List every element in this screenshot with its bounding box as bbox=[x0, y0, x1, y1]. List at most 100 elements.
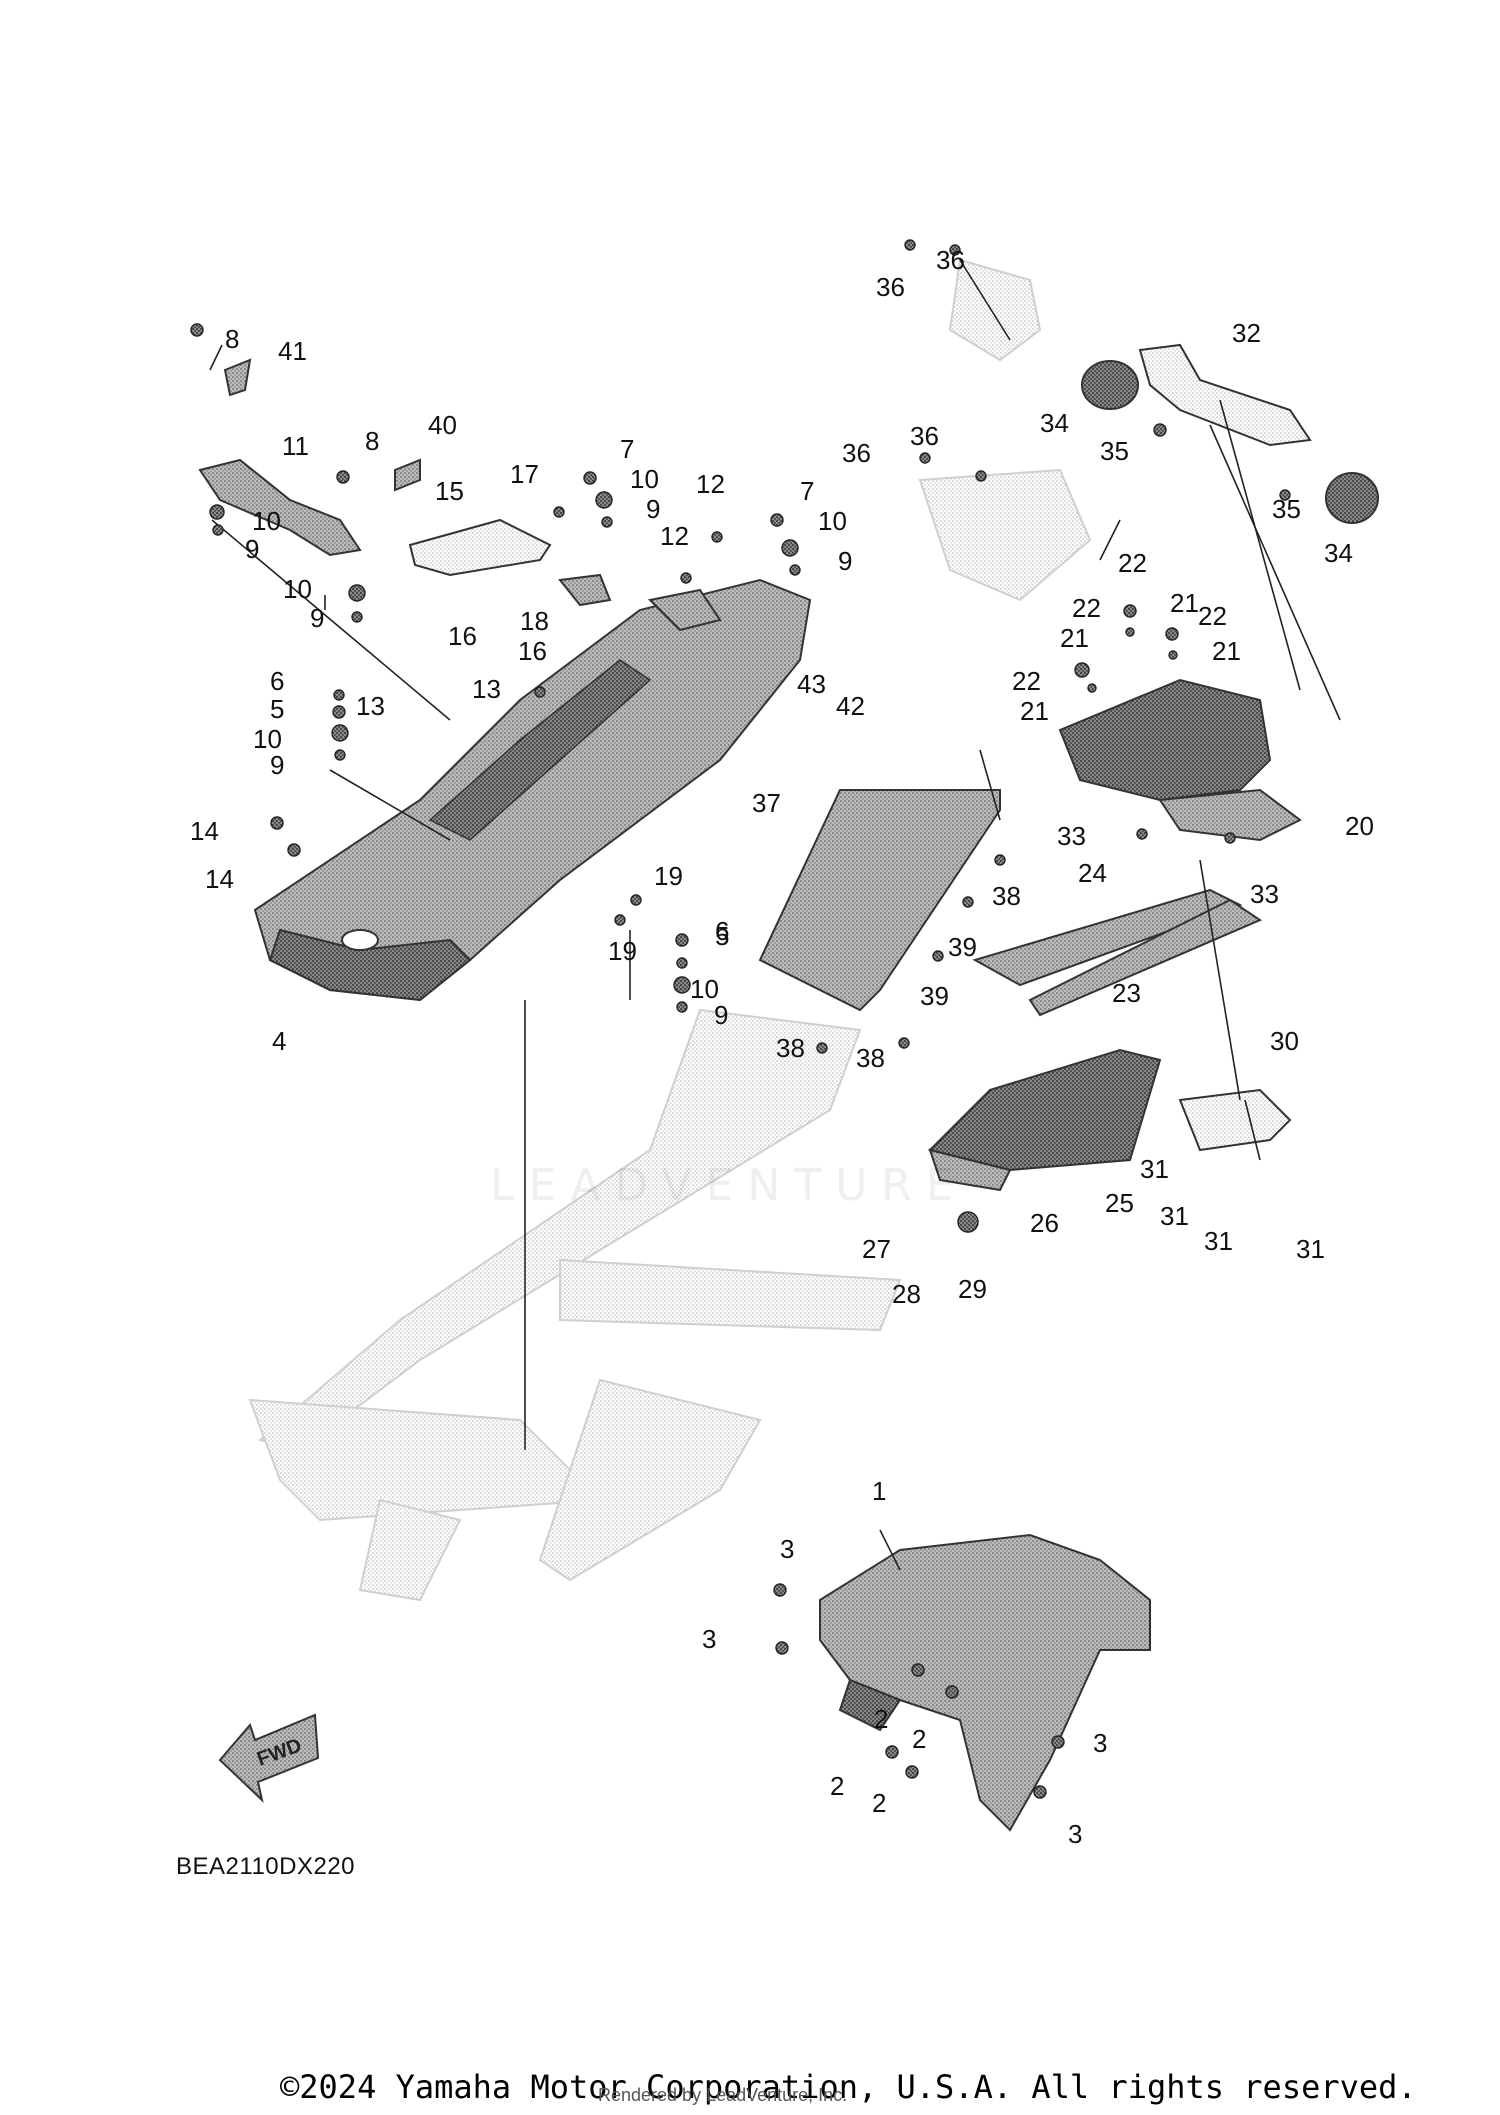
tail-light-housing bbox=[1058, 678, 1302, 842]
callout-17: 17 bbox=[510, 459, 539, 489]
callout-22: 22 bbox=[1198, 601, 1227, 631]
frame-background bbox=[248, 1008, 902, 1602]
callout-15: 15 bbox=[435, 476, 464, 506]
callout-9: 9 bbox=[310, 603, 324, 633]
callout-24: 24 bbox=[1078, 858, 1107, 888]
callout-35: 35 bbox=[1100, 436, 1129, 466]
callout-35: 35 bbox=[1272, 494, 1301, 524]
callout-3: 3 bbox=[1068, 1819, 1082, 1849]
callout-7: 7 bbox=[620, 434, 634, 464]
callout-34: 34 bbox=[1040, 408, 1069, 438]
callout-30: 30 bbox=[1270, 1026, 1299, 1056]
callout-5: 5 bbox=[270, 694, 284, 724]
callout-37: 37 bbox=[752, 788, 781, 818]
callout-2: 2 bbox=[830, 1771, 844, 1801]
forward-arrow-icon: FWD bbox=[218, 1713, 320, 1803]
callout-3: 3 bbox=[702, 1624, 716, 1654]
callout-9: 9 bbox=[245, 534, 259, 564]
callout-33: 33 bbox=[1057, 821, 1086, 851]
upper-bracket-parts bbox=[198, 358, 722, 632]
callout-2: 2 bbox=[912, 1724, 926, 1754]
callout-23: 23 bbox=[1112, 978, 1141, 1008]
callout-43: 43 bbox=[797, 669, 826, 699]
callout-16: 16 bbox=[518, 636, 547, 666]
callout-39: 39 bbox=[948, 932, 977, 962]
inner-fender bbox=[928, 1048, 1162, 1192]
callout-32: 32 bbox=[1232, 318, 1261, 348]
callout-19: 19 bbox=[608, 936, 637, 966]
callout-19: 19 bbox=[654, 861, 683, 891]
callout-9: 9 bbox=[714, 1000, 728, 1030]
callout-10: 10 bbox=[630, 464, 659, 494]
callout-31: 31 bbox=[1140, 1154, 1169, 1184]
callout-31: 31 bbox=[1160, 1201, 1189, 1231]
callout-40: 40 bbox=[428, 410, 457, 440]
callout-2: 2 bbox=[874, 1704, 888, 1734]
callout-14: 14 bbox=[190, 816, 219, 846]
callout-16: 16 bbox=[448, 621, 477, 651]
callout-21: 21 bbox=[1060, 623, 1089, 653]
leader-lines bbox=[209, 259, 1341, 1571]
rear-fender bbox=[819, 1533, 1151, 1832]
callout-8: 8 bbox=[225, 324, 239, 354]
callout-10: 10 bbox=[252, 506, 281, 536]
callout-6: 6 bbox=[270, 666, 284, 696]
callout-4: 4 bbox=[272, 1026, 286, 1056]
callout-1: 1 bbox=[872, 1476, 886, 1506]
callout-42: 42 bbox=[836, 691, 865, 721]
callout-10: 10 bbox=[253, 724, 282, 754]
callout-36: 36 bbox=[842, 438, 871, 468]
callout-41: 41 bbox=[278, 336, 307, 366]
callout-8: 8 bbox=[365, 426, 379, 456]
callout-10: 10 bbox=[690, 974, 719, 1004]
callout-31: 31 bbox=[1296, 1234, 1325, 1264]
drawing-code: BEA2110DX220 bbox=[176, 1853, 356, 1880]
fasteners bbox=[190, 239, 1291, 1799]
callout-31: 31 bbox=[1204, 1226, 1233, 1256]
callout-38: 38 bbox=[776, 1033, 805, 1063]
callout-36: 36 bbox=[876, 272, 905, 302]
callout-13: 13 bbox=[356, 691, 385, 721]
callout-6: 6 bbox=[715, 916, 729, 946]
callout-9: 9 bbox=[270, 750, 284, 780]
callout-36: 36 bbox=[910, 421, 939, 451]
callout-28: 28 bbox=[892, 1279, 921, 1309]
callout-7: 7 bbox=[800, 476, 814, 506]
callout-27: 27 bbox=[862, 1234, 891, 1264]
callout-22: 22 bbox=[1072, 593, 1101, 623]
callout-10: 10 bbox=[818, 506, 847, 536]
rendered-by-notice: Rendered by LeadVenture, Inc. bbox=[598, 2085, 848, 2105]
callout-5: 5 bbox=[715, 921, 729, 951]
callout-39: 39 bbox=[920, 981, 949, 1011]
seat-cover-plate bbox=[758, 789, 1001, 1012]
callout-26: 26 bbox=[1030, 1208, 1059, 1238]
callout-38: 38 bbox=[992, 881, 1021, 911]
callout-25: 25 bbox=[1105, 1188, 1134, 1218]
callout-9: 9 bbox=[646, 494, 660, 524]
callout-20: 20 bbox=[1345, 811, 1374, 841]
callout-21: 21 bbox=[1170, 588, 1199, 618]
callout-29: 29 bbox=[958, 1274, 987, 1304]
callout-2: 2 bbox=[872, 1788, 886, 1818]
callout-21: 21 bbox=[1212, 636, 1241, 666]
copyright-notice: ©2024 Yamaha Motor Corporation, U.S.A. A… bbox=[280, 2068, 1417, 2106]
callout-12: 12 bbox=[660, 521, 689, 551]
callout-10: 10 bbox=[283, 574, 312, 604]
callout-33: 33 bbox=[1250, 879, 1279, 909]
upper-faded-bracket bbox=[918, 258, 1092, 602]
watermark: LEADVENTURE bbox=[490, 1160, 968, 1211]
callout-34: 34 bbox=[1324, 538, 1353, 568]
callout-11: 11 bbox=[282, 431, 309, 461]
callout-18: 18 bbox=[520, 606, 549, 636]
callout-3: 3 bbox=[780, 1534, 794, 1564]
rear-frame-assembly bbox=[253, 578, 812, 1002]
callout-22: 22 bbox=[1012, 666, 1041, 696]
license-holder bbox=[1178, 1088, 1292, 1152]
callout-21: 21 bbox=[1020, 696, 1049, 726]
callout-9: 9 bbox=[838, 546, 852, 576]
callout-3: 3 bbox=[1093, 1728, 1107, 1758]
callout-12: 12 bbox=[696, 469, 725, 499]
license-bracket bbox=[1081, 343, 1379, 524]
callout-38: 38 bbox=[856, 1043, 885, 1073]
